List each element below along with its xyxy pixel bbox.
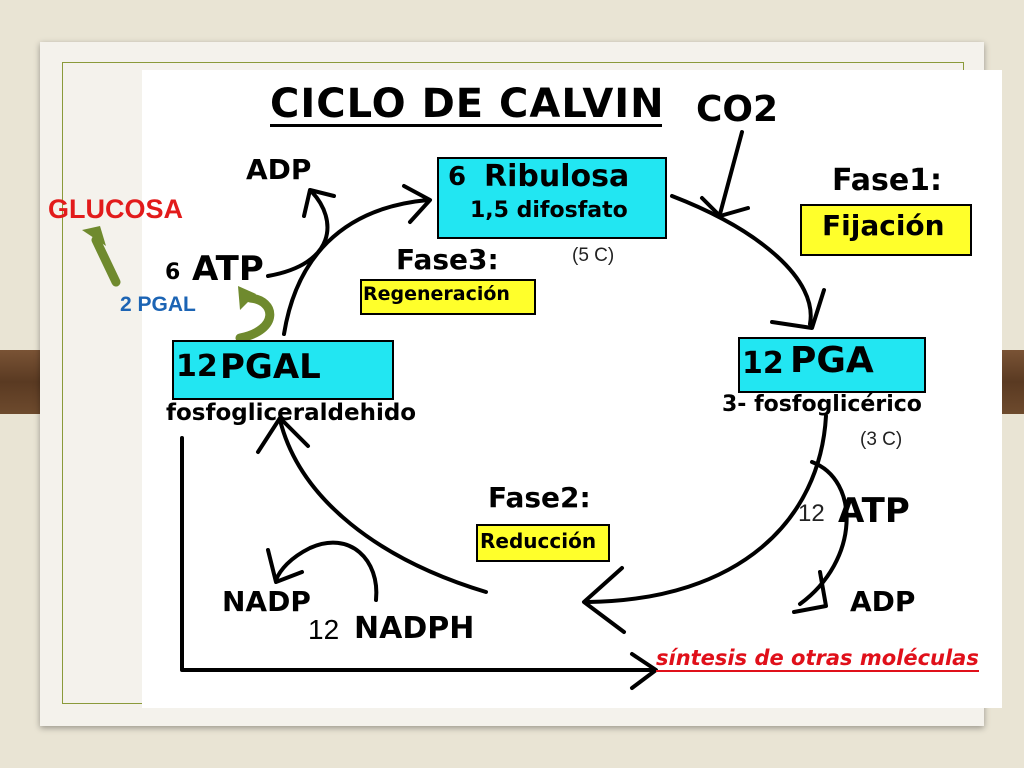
arc-ribulosa-to-pga — [670, 194, 813, 326]
atp-adp-top-curve — [266, 190, 330, 278]
arc-pga-to-pgal — [586, 414, 828, 604]
adp-top-label: ADP — [246, 153, 312, 186]
fase1-box — [800, 204, 972, 256]
pga-sub: 3- fosfoglicérico — [722, 392, 922, 417]
arc-pgal-to-ribulosa — [282, 198, 430, 336]
nadph-label: NADPH — [354, 611, 475, 646]
fase1-name: Fijación — [822, 209, 945, 242]
sintesis-label: síntesis de otras moléculas — [656, 646, 979, 672]
fase2-name: Reducción — [480, 529, 597, 553]
ribulosa-carbons: (5 C) — [572, 245, 615, 266]
ribulosa-count: 6 — [448, 162, 467, 192]
atp-adp-right-curve — [798, 460, 849, 606]
atp-top-count: 6 — [165, 260, 181, 285]
atp-top-label: ATP — [192, 249, 264, 289]
page-title: CICLO DE CALVIN — [270, 81, 665, 127]
pgal-name: PGAL — [220, 347, 321, 387]
ribulosa-name: Ribulosa — [484, 159, 630, 194]
co2-arrow — [718, 130, 744, 216]
pgal-box — [172, 340, 394, 400]
nadph-nadp-curve — [274, 540, 379, 602]
atp-right-label: ATP — [838, 491, 910, 531]
title-underline — [270, 124, 662, 127]
glucosa-arrow — [91, 235, 121, 287]
pgal-count: 12 — [176, 349, 218, 384]
nadph-count: 12 — [308, 614, 340, 645]
adp-right-label: ADP — [850, 585, 916, 618]
pga-count: 12 — [742, 346, 784, 381]
arc-lower-left — [278, 418, 488, 594]
fase3-name: Regeneración — [363, 283, 510, 305]
sintesis-arrow — [180, 436, 656, 672]
fase2-label: Fase2: — [488, 481, 591, 514]
fase3-box — [360, 279, 536, 315]
fase3-label: Fase3: — [396, 243, 499, 276]
fase2-box — [476, 524, 610, 562]
pgal-sub: fosfogliceraldehido — [166, 400, 417, 426]
co2-label: CO2 — [696, 89, 779, 130]
nadp-label: NADP — [222, 585, 311, 618]
ribulosa-box — [437, 157, 667, 239]
ribulosa-sub: 1,5 difosfato — [470, 198, 628, 223]
pga-name: PGA — [790, 340, 874, 381]
pgal-out-label: 2 PGAL — [120, 293, 196, 316]
pga-box — [738, 337, 926, 393]
fase1-label: Fase1: — [832, 163, 943, 198]
glucosa-label: GLUCOSA — [48, 194, 183, 224]
atp-right-count: 12 — [798, 500, 825, 527]
pga-carbons: (3 C) — [860, 429, 903, 450]
